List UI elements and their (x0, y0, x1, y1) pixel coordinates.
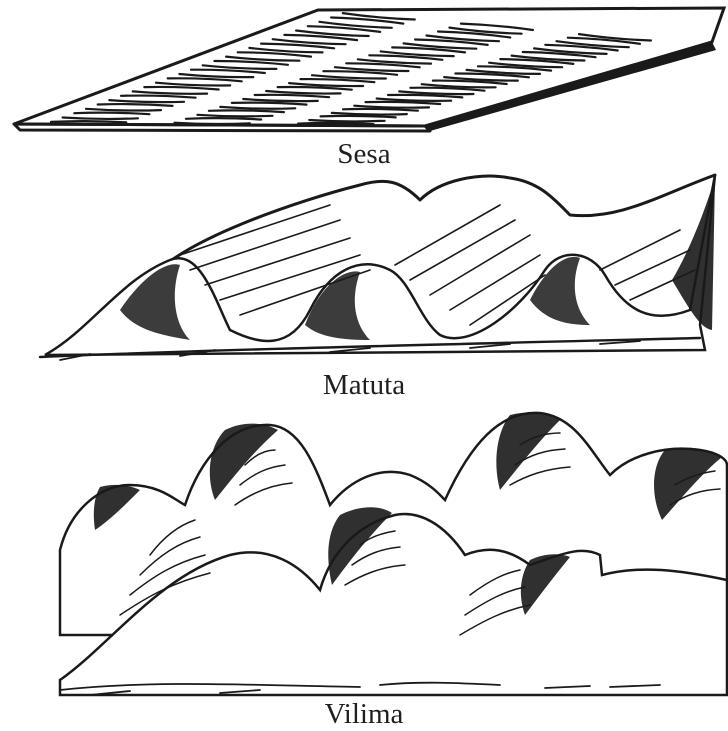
wood-grain-stroke (298, 123, 373, 124)
wood-grain-stroke (51, 121, 126, 122)
matuta-label: Matuta (0, 368, 728, 402)
matuta-ridges-drawing (0, 160, 728, 375)
sesa-label: Sesa (0, 137, 728, 171)
vilima-label: Vilima (0, 697, 728, 731)
vilima-mounds-drawing (0, 405, 728, 700)
sesa-flat-field-drawing (0, 0, 728, 140)
